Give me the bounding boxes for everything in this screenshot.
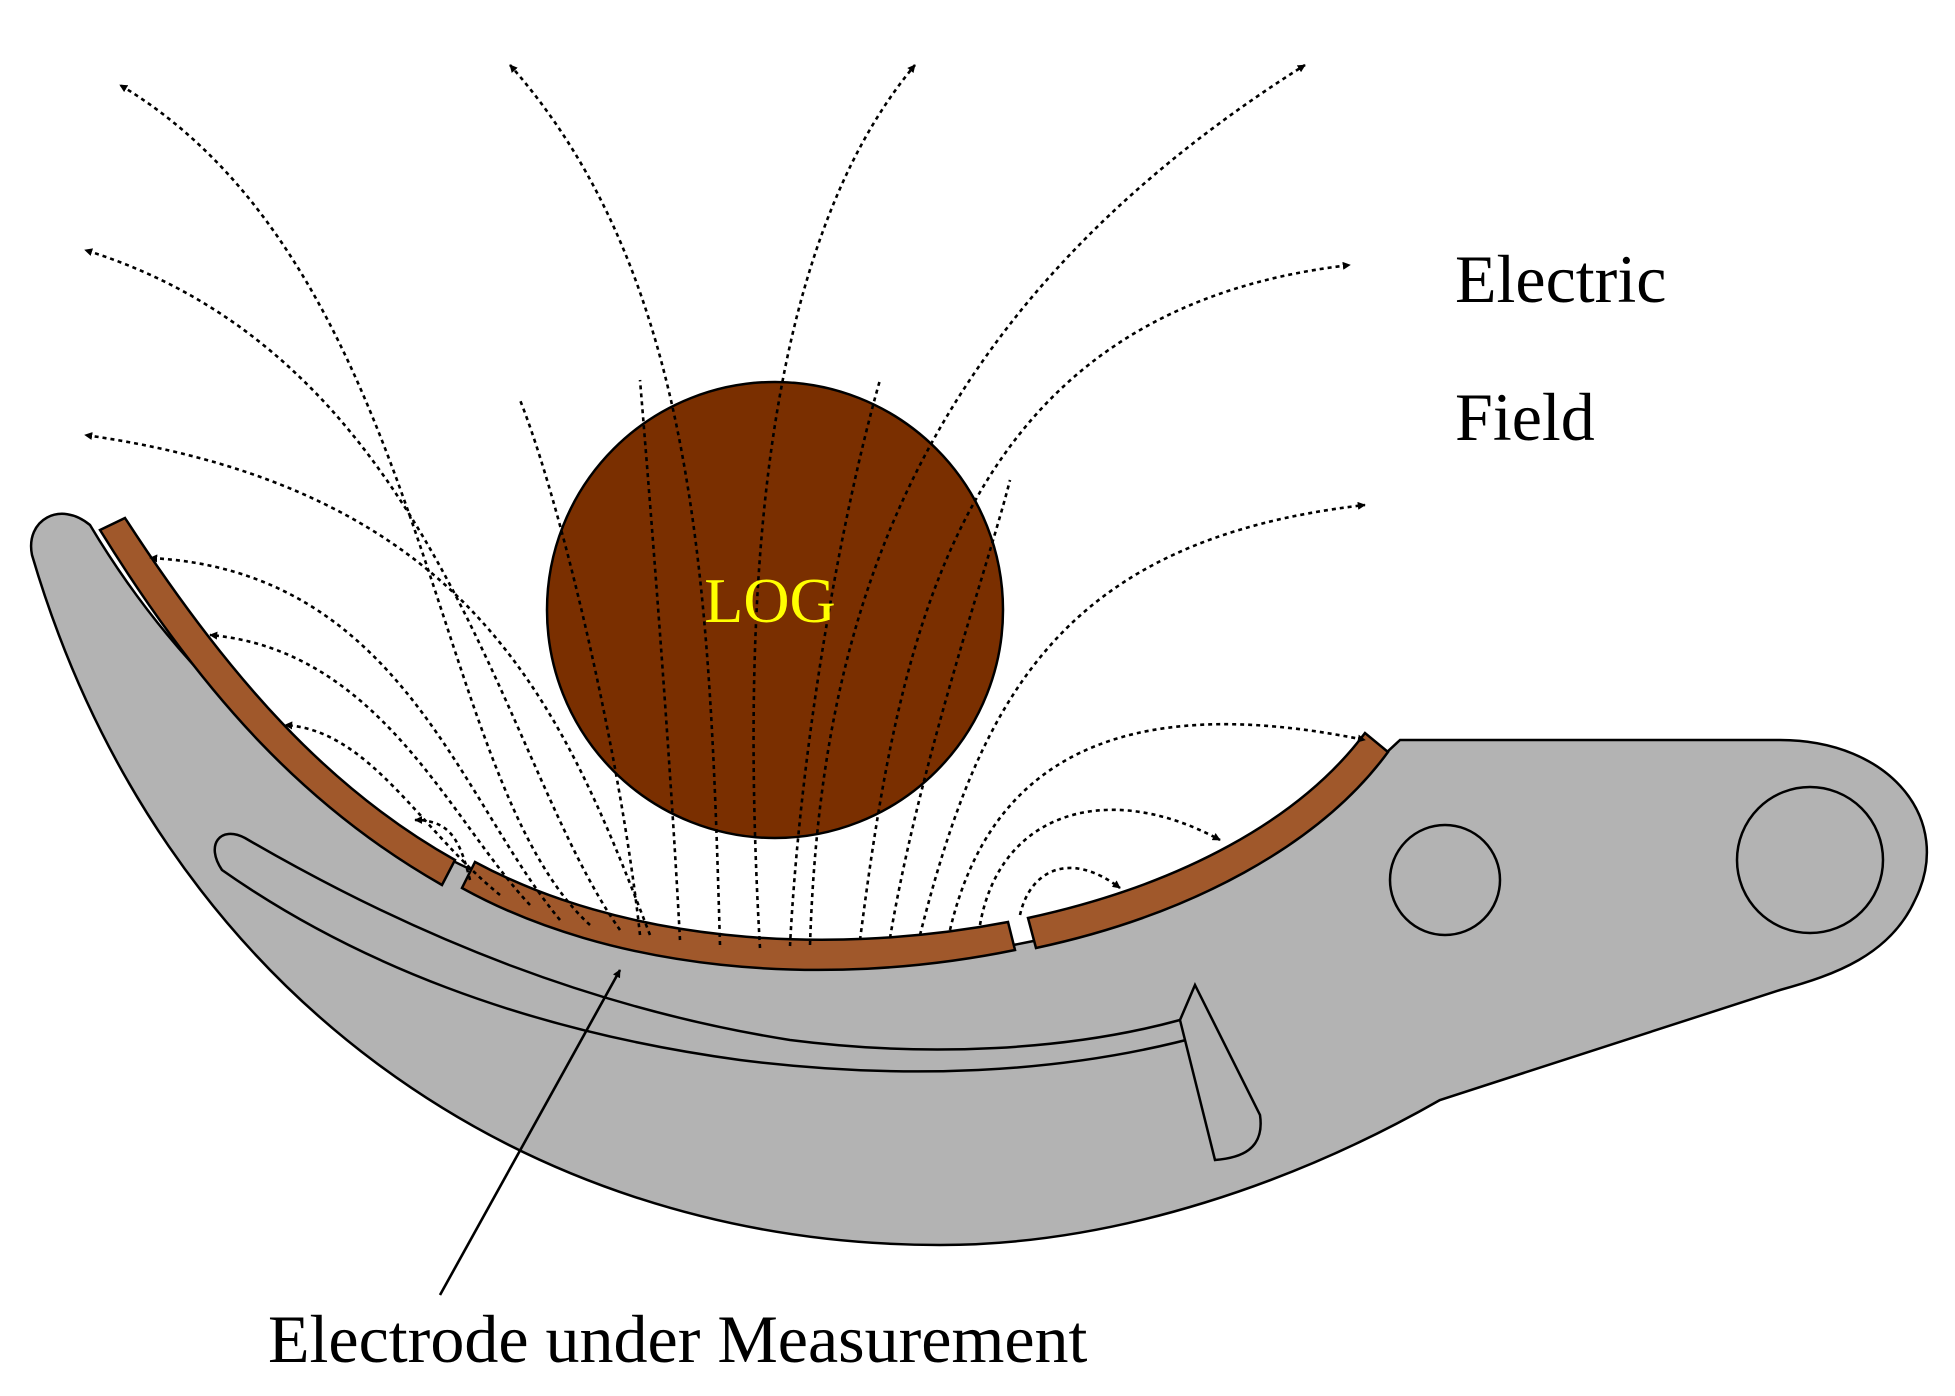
bracket-slot-left <box>213 832 1209 1073</box>
electrode-segment-right <box>1026 731 1390 950</box>
field-lines <box>84 63 1366 949</box>
log-label: LOG <box>704 565 836 636</box>
electrode-pointer-arrow <box>438 969 622 1296</box>
electrode-segment-left <box>98 516 457 887</box>
bracket-hole-large <box>1735 785 1885 935</box>
field-label: Field <box>1455 379 1595 455</box>
electrode-segment-middle <box>460 860 1017 972</box>
bracket-slot-right <box>1178 982 1262 1162</box>
bracket-hole-small <box>1388 823 1502 937</box>
log-circle <box>545 380 1005 840</box>
electric-label: Electric <box>1455 241 1666 317</box>
electrode-caption: Electrode under Measurement <box>268 1301 1088 1377</box>
